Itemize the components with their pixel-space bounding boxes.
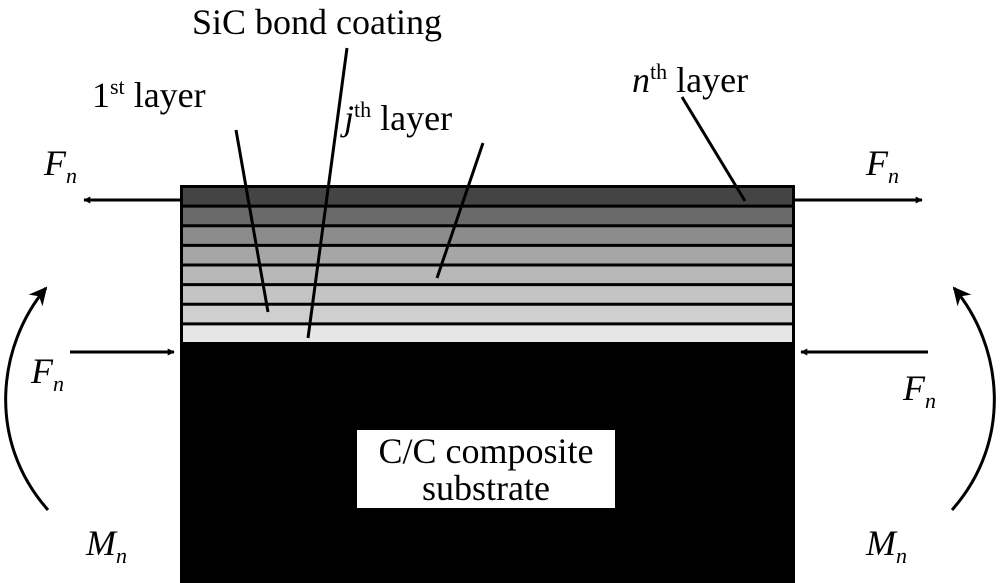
sic-bond-coat-layer	[183, 325, 792, 342]
substrate-label-line2: substrate	[422, 468, 550, 508]
first-layer-leader	[234, 129, 270, 313]
force-label-top-left: Fn	[43, 143, 77, 188]
first-layer-label: 1st layer	[92, 74, 206, 115]
moment-arrow-right	[950, 286, 996, 511]
coating-layer-7	[183, 188, 792, 205]
coating-layer-1	[183, 305, 792, 323]
substrate-label-line1: C/C composite	[379, 431, 594, 471]
substrate-label-box	[357, 430, 615, 508]
force-label-mid-left: Fn	[30, 351, 64, 396]
sic-bond-leader	[306, 47, 349, 339]
moment-label-left: Mn	[85, 523, 127, 568]
moment-label-right: Mn	[865, 523, 907, 568]
coating-layer-3	[183, 266, 792, 284]
coating-layer-4	[183, 246, 792, 264]
coating-layer-6	[183, 207, 792, 225]
force-label-top-right: Fn	[865, 143, 899, 188]
coating-layer-stack	[180, 185, 795, 342]
jth-layer-leader	[435, 142, 485, 279]
sic-bond-coating-label: SiC bond coating	[192, 2, 442, 42]
force-label-mid-right: Fn	[902, 368, 936, 413]
coating-layer-2	[183, 286, 792, 303]
jth-layer-label: jth layer	[340, 97, 452, 138]
nth-layer-label: nth layer	[632, 59, 748, 100]
moment-arrow-left	[4, 286, 50, 511]
coating-layer-5	[183, 227, 792, 244]
nth-layer-leader	[680, 96, 747, 202]
